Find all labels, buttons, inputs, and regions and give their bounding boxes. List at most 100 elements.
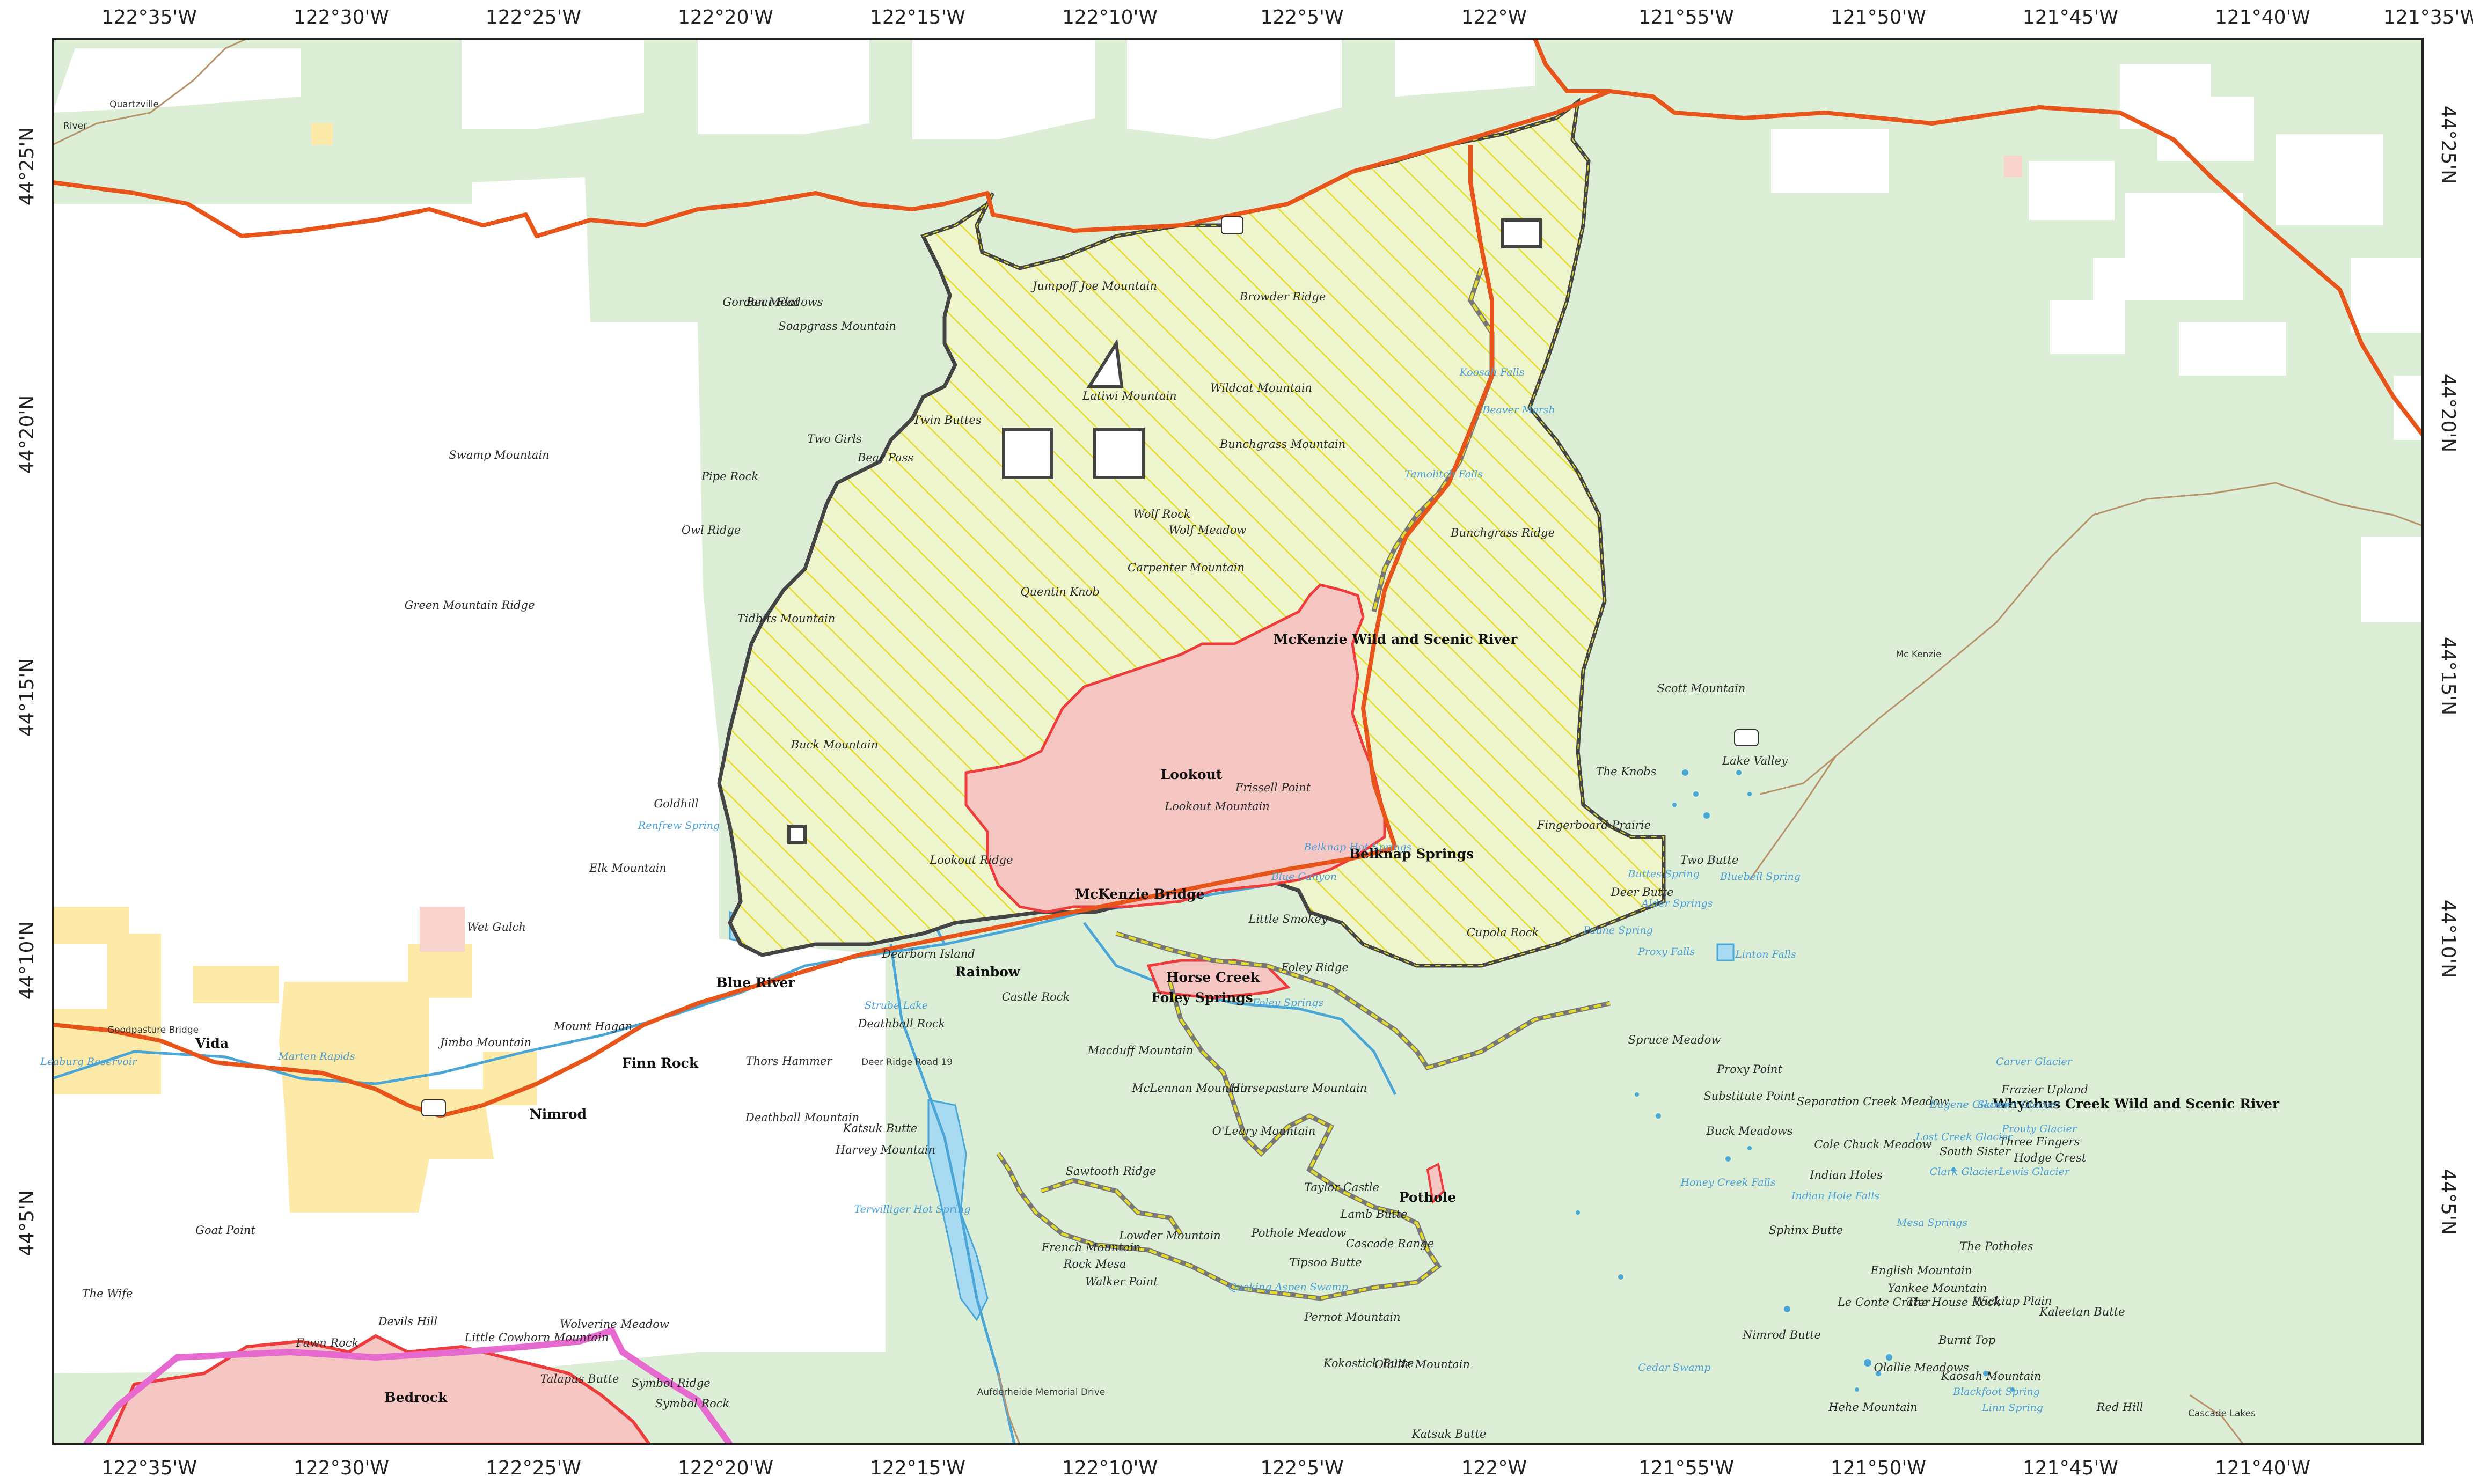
lon-label-bottom: 121°45'W [2023, 1457, 2118, 1479]
lon-label-bottom: 121°55'W [1638, 1457, 1734, 1479]
water-feature-label: Blue Canyon [1271, 871, 1337, 883]
place-label: Foley Ridge [1281, 961, 1349, 974]
place-label: Elk Mountain [589, 862, 667, 875]
place-label: English Mountain [1870, 1264, 1972, 1277]
lon-label-top: 122°5'W [1260, 6, 1343, 28]
town-label: Vida [195, 1035, 229, 1051]
place-label: Indian Holes [1809, 1169, 1883, 1181]
lon-label-bottom: 122°10'W [1062, 1457, 1158, 1479]
place-label: O'Leary Mountain [1212, 1125, 1316, 1137]
town-label: Horse Creek [1166, 969, 1260, 985]
place-label: Gordon Meadows [722, 296, 823, 308]
place-label: Carpenter Mountain [1128, 561, 1245, 574]
place-label: Hodge Crest [2014, 1151, 2087, 1164]
place-label: Proxy Point [1716, 1063, 1782, 1076]
pothole-fire-area[interactable] [1426, 1163, 1445, 1204]
lat-label-left: 44°20'N [16, 395, 38, 474]
water-feature-label: Lewis Glacier [1998, 1166, 2070, 1178]
water-feature-label: Skinner Glacier [1977, 1099, 2059, 1111]
water-feature-label: Quaking Aspen Swamp [1228, 1281, 1348, 1293]
town-label: Foley Springs [1151, 990, 1253, 1005]
place-label: Two Butte [1680, 854, 1739, 866]
lon-label-bottom: 121°50'W [1831, 1457, 1926, 1479]
lon-label-top: 122°35'W [101, 6, 197, 28]
water-feature-label: Lost Creek Glacier [1915, 1131, 2014, 1143]
place-label: Tipsoo Butte [1289, 1256, 1362, 1269]
lat-label-right: 44°15'N [2437, 637, 2459, 715]
road-label: Quartzville [109, 99, 159, 110]
lon-label-top: 122°15'W [870, 6, 965, 28]
water-feature-label: Strube Lake [865, 1000, 928, 1011]
lat-label-right: 44°25'N [2437, 106, 2459, 184]
water-feature-label: Terwilliger Hot Spring [854, 1203, 970, 1215]
lat-label-left: 44°25'N [16, 127, 38, 205]
place-label: The House Rock [1907, 1296, 2000, 1309]
place-label: Symbol Ridge [631, 1377, 710, 1390]
place-label: Jumpoff Joe Mountain [1030, 280, 1157, 292]
water-feature-label: Indian Hole Falls [1791, 1190, 1879, 1202]
place-label: Wildcat Mountain [1210, 381, 1312, 394]
place-label: Latiwi Mountain [1082, 390, 1176, 402]
town-label: Pothole [1399, 1189, 1457, 1205]
lat-label-right: 44°20'N [2437, 374, 2459, 452]
place-label: Dearborn Island [881, 947, 975, 960]
graticule-top: 122°35'W 122°30'W 122°25'W 122°20'W 122°… [101, 6, 2473, 28]
place-label: Sawtooth Ridge [1065, 1165, 1156, 1178]
place-label: Cascade Range [1346, 1237, 1434, 1250]
place-label: Fawn Rock [296, 1336, 359, 1349]
lon-label-top: 122°25'W [486, 6, 581, 28]
place-label: Wickiup Plain [1973, 1295, 2052, 1307]
lon-label-bottom: 122°15'W [870, 1457, 965, 1479]
place-label: Symbol Rock [655, 1397, 730, 1410]
highways-layer [53, 39, 2423, 1118]
place-label: Frazier Upland [2001, 1083, 2088, 1096]
lon-label-top: 122°20'W [678, 6, 773, 28]
water-feature-label: Renfrew Spring [638, 820, 720, 832]
water-feature-label: Leaburg Reservoir [40, 1056, 138, 1068]
place-label: Kaleetan Butte [2039, 1305, 2125, 1318]
place-label: Taylor Castle [1304, 1181, 1379, 1194]
lon-label-bottom: 122°30'W [294, 1457, 389, 1479]
water-feature-label: Carver Glacier [1996, 1056, 2073, 1068]
place-label: Three Fingers [1999, 1135, 2080, 1148]
water-feature-label: Clark Glacier [1930, 1166, 2000, 1178]
place-label: Lake Valley [1722, 754, 1788, 767]
water-feature-label: Mesa Springs [1896, 1217, 1968, 1229]
pink-land-parcel [2004, 156, 2022, 177]
place-label: Katsuk Butte [1411, 1428, 1487, 1441]
horse-creek-fire-area[interactable] [1146, 959, 1291, 1000]
place-label: Scott Mountain [1657, 682, 1746, 695]
place-label: Quentin Knob [1020, 585, 1099, 598]
closure-area-border-highlight [923, 100, 1664, 966]
place-label: Lamb Butte [1340, 1208, 1408, 1221]
place-label: Lowder Mountain [1118, 1229, 1221, 1242]
wilderness-boundary [83, 1326, 733, 1444]
town-label: McKenzie Bridge [1075, 886, 1204, 902]
place-label: Bunchgrass Ridge [1450, 526, 1555, 539]
place-label: Hehe Mountain [1828, 1401, 1918, 1414]
place-label: Owl Ridge [682, 524, 741, 537]
place-label: Harvey Mountain [835, 1143, 935, 1156]
lon-label-top: 121°35'W [2383, 6, 2473, 28]
lon-label-bottom: 122°25'W [486, 1457, 581, 1479]
water-feature-label: Paune Spring [1583, 924, 1653, 936]
place-label: Jimbo Mountain [438, 1036, 531, 1049]
place-label: The Potholes [1959, 1240, 2033, 1253]
lon-label-bottom: 122°35'W [101, 1457, 197, 1479]
place-label: Two Girls [807, 432, 862, 445]
place-label: Deathball Rock [858, 1017, 946, 1030]
place-label: Green Mountain Ridge [405, 599, 535, 612]
place-label: Little Cowhorn Mountain [464, 1331, 609, 1344]
lon-label-top: 121°50'W [1831, 6, 1926, 28]
place-label: Goat Point [195, 1224, 255, 1237]
water-feature-label: Proxy Falls [1637, 946, 1695, 958]
graticule-left: 44°25'N 44°20'N 44°15'N 44°10'N 44°5'N [16, 127, 38, 1257]
place-label: Goldhill [654, 797, 698, 810]
place-label: Nimrod Butte [1742, 1328, 1821, 1341]
private-land-layer [53, 39, 2423, 1373]
water-feature-label: Eugene Glacier [1929, 1099, 2011, 1111]
